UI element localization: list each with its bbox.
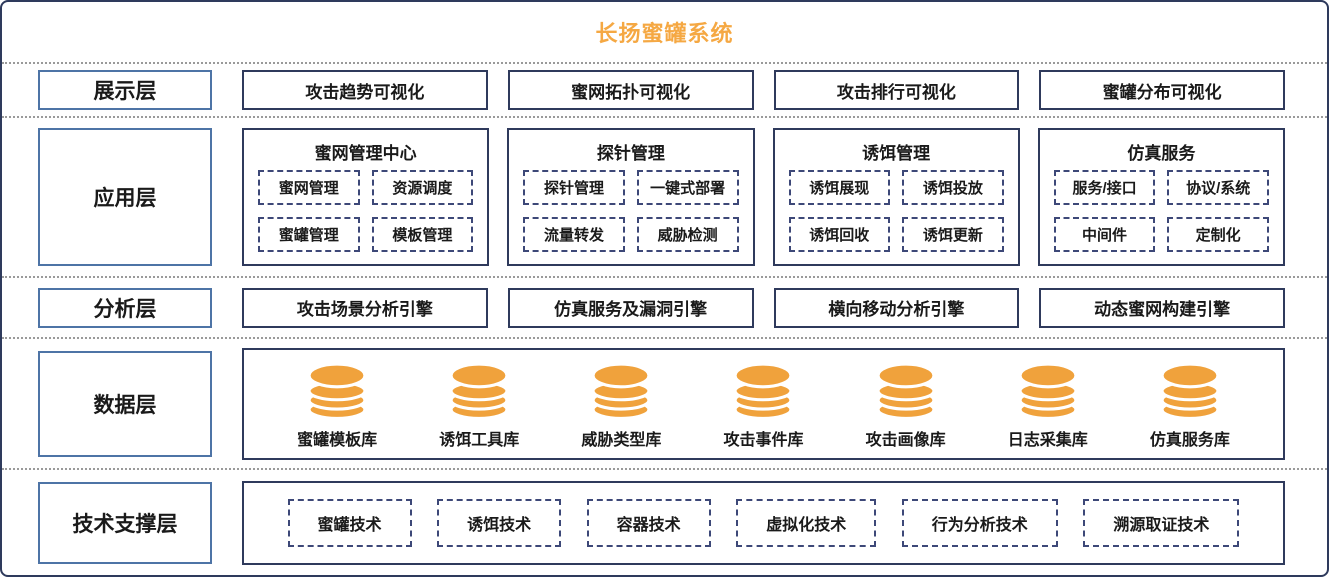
layer-label-application: 应用层	[38, 128, 212, 266]
application-layer-section: 应用层 蜜网管理中心 蜜网管理 资源调度 蜜罐管理 模板管理 探针管理 探针管理…	[2, 116, 1327, 276]
display-item-attack-ranking: 攻击排行可视化	[773, 70, 1020, 110]
layer-label-data: 数据层	[38, 350, 212, 457]
app-item: 流量转发	[523, 217, 625, 252]
data-layer-section: 数据层 蜜罐模板库	[2, 337, 1327, 468]
database-label: 威胁类型库	[581, 431, 662, 449]
tech-item-virtualization: 虚拟化技术	[736, 498, 877, 547]
tech-item-traceability-forensics: 溯源取证技术	[1083, 498, 1240, 547]
database-icon	[734, 362, 793, 420]
title-row: 长扬蜜罐系统	[2, 2, 1327, 62]
app-item: 定制化	[1167, 217, 1269, 252]
display-item-honeypot-distribution: 蜜罐分布可视化	[1039, 70, 1285, 110]
app-group-simulation-service: 仿真服务 服务/接口 协议/系统 中间件 定制化	[1037, 128, 1285, 266]
database-icon	[307, 362, 367, 420]
app-item: 中间件	[1053, 217, 1156, 252]
database-icon	[876, 362, 936, 420]
database-box: 蜜罐模板库 诱饵工具库	[242, 347, 1285, 460]
layer-label-display: 展示层	[38, 70, 212, 110]
display-layer-section: 展示层 攻击趋势可视化 蜜网拓扑可视化 攻击排行可视化 蜜罐分布可视化	[2, 62, 1327, 116]
database-label: 诱饵工具库	[439, 431, 520, 449]
analysis-layer-items: 攻击场景分析引擎 仿真服务及漏洞引擎 横向移动分析引擎 动态蜜网构建引擎	[242, 287, 1285, 328]
app-item: 诱饵投放	[902, 170, 1004, 205]
analysis-item-lateral-movement: 横向移动分析引擎	[773, 287, 1020, 328]
database-icon	[1018, 362, 1078, 420]
app-group-decoy-management: 诱饵管理 诱饵展现 诱饵投放 诱饵回收 诱饵更新	[772, 128, 1020, 266]
analysis-item-simulation-vuln: 仿真服务及漏洞引擎	[507, 287, 754, 328]
app-item: 探针管理	[523, 170, 625, 205]
group-title: 诱饵管理	[862, 143, 931, 163]
display-item-attack-trend: 攻击趋势可视化	[242, 70, 488, 110]
database-icon	[449, 362, 509, 420]
layer-label-tech-support: 技术支撑层	[38, 481, 212, 564]
application-layer-groups: 蜜网管理中心 蜜网管理 资源调度 蜜罐管理 模板管理 探针管理 探针管理 一键式…	[242, 128, 1285, 266]
app-item: 一键式部署	[636, 170, 739, 205]
database-item: 攻击事件库	[723, 362, 804, 450]
analysis-layer-section: 分析层 攻击场景分析引擎 仿真服务及漏洞引擎 横向移动分析引擎 动态蜜网构建引擎	[2, 276, 1327, 337]
database-icon	[591, 362, 651, 420]
database-label: 仿真服务库	[1149, 431, 1230, 449]
app-item: 模板管理	[371, 217, 474, 252]
group-grid: 蜜网管理 资源调度 蜜罐管理 模板管理	[244, 166, 487, 264]
database-item: 仿真服务库	[1150, 362, 1230, 450]
tech-item-behavior-analysis: 行为分析技术	[901, 498, 1058, 547]
app-item: 服务/接口	[1053, 170, 1156, 205]
group-title: 蜜网管理中心	[314, 143, 417, 163]
app-item: 协议/系统	[1167, 170, 1269, 205]
database-item: 攻击画像库	[866, 362, 946, 450]
app-group-probe-management: 探针管理 探针管理 一键式部署 流量转发 威胁检测	[507, 128, 755, 266]
database-item: 威胁类型库	[581, 362, 661, 450]
display-item-honeynet-topology: 蜜网拓扑可视化	[507, 70, 754, 110]
app-item: 资源调度	[371, 170, 474, 205]
database-item: 蜜罐模板库	[297, 362, 377, 450]
tech-layer-content: 蜜罐技术 诱饵技术 容器技术 虚拟化技术 行为分析技术 溯源取证技术	[242, 480, 1285, 565]
tech-support-layer-section: 技术支撑层 蜜罐技术 诱饵技术 容器技术 虚拟化技术 行为分析技术 溯源取证技术	[2, 468, 1327, 575]
analysis-item-attack-scenario: 攻击场景分析引擎	[242, 287, 488, 328]
tech-box: 蜜罐技术 诱饵技术 容器技术 虚拟化技术 行为分析技术 溯源取证技术	[242, 480, 1285, 565]
database-item: 日志采集库	[1008, 362, 1088, 450]
analysis-item-dynamic-honeynet: 动态蜜网构建引擎	[1039, 287, 1285, 328]
app-group-honeynet-management: 蜜网管理中心 蜜网管理 资源调度 蜜罐管理 模板管理	[242, 128, 490, 266]
group-grid: 服务/接口 协议/系统 中间件 定制化	[1040, 166, 1283, 264]
layer-label-analysis: 分析层	[38, 287, 212, 328]
app-item: 诱饵回收	[788, 217, 891, 252]
data-layer-content: 蜜罐模板库 诱饵工具库	[242, 347, 1285, 460]
diagram-title: 长扬蜜罐系统	[595, 21, 734, 46]
app-item: 诱饵展现	[788, 170, 891, 205]
app-item: 威胁检测	[636, 217, 739, 252]
group-title: 仿真服务	[1127, 143, 1196, 163]
group-grid: 诱饵展现 诱饵投放 诱饵回收 诱饵更新	[775, 166, 1018, 264]
group-grid: 探针管理 一键式部署 流量转发 威胁检测	[509, 166, 752, 264]
tech-item-container: 容器技术	[586, 498, 711, 547]
group-title: 探针管理	[596, 143, 665, 163]
tech-item-honeypot: 蜜罐技术	[287, 498, 412, 547]
app-item: 蜜网管理	[258, 170, 360, 205]
display-layer-items: 攻击趋势可视化 蜜网拓扑可视化 攻击排行可视化 蜜罐分布可视化	[242, 70, 1285, 110]
database-label: 蜜罐模板库	[297, 431, 378, 449]
database-label: 攻击画像库	[865, 431, 946, 449]
app-item: 蜜罐管理	[258, 217, 360, 252]
database-label: 攻击事件库	[723, 431, 804, 449]
database-icon	[1160, 362, 1220, 420]
app-item: 诱饵更新	[902, 217, 1004, 252]
database-label: 日志采集库	[1007, 431, 1088, 449]
tech-item-decoy: 诱饵技术	[437, 498, 562, 547]
database-item: 诱饵工具库	[439, 362, 519, 450]
